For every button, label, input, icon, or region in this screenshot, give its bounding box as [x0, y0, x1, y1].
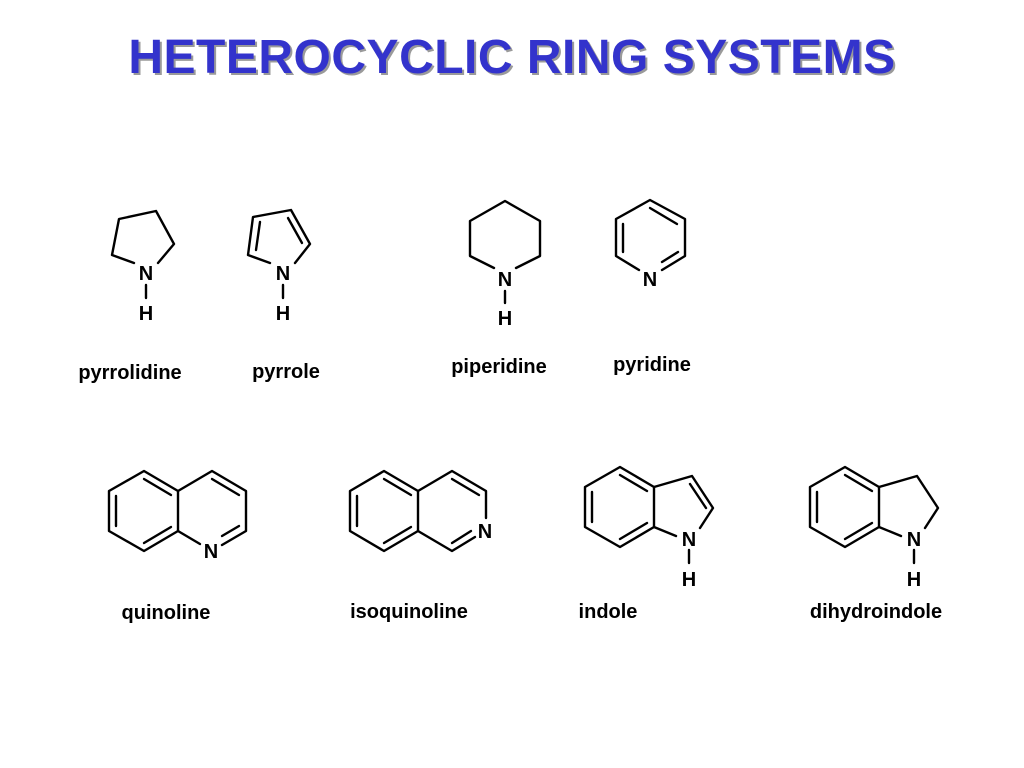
isoquinoline-double-bond-2 — [382, 477, 413, 497]
isoquinoline-name: isoquinoline — [350, 601, 468, 623]
pyrrole-nitrogen: N — [276, 263, 290, 285]
molecule-isoquinoline: N isoquinoline — [348, 469, 492, 623]
molecule-pyrrolidine: N H pyrrolidine — [78, 209, 182, 384]
pyridine-double-bond-2 — [648, 206, 679, 226]
piperidine-hydrogen: H — [498, 308, 512, 330]
molecule-quinoline: N quinoline — [107, 469, 248, 624]
piperidine-ring — [468, 199, 542, 270]
quinoline-c8a-n-bond — [176, 529, 202, 546]
isoquinoline-c1-bonds — [416, 529, 477, 553]
dihydroindole-c7a-n-bond — [877, 525, 903, 538]
dihydroindole-double-bond-2 — [843, 473, 874, 493]
pyridine-double-bond-3 — [660, 250, 680, 264]
piperidine-name: piperidine — [451, 356, 547, 378]
molecule-piperidine: N H piperidine — [451, 199, 547, 378]
molecule-pyridine: N pyridine — [613, 198, 691, 376]
dihydroindole-five-ring — [877, 474, 940, 530]
pyrrolidine-name: pyrrolidine — [78, 362, 181, 384]
isoquinoline-double-bond-4 — [450, 477, 481, 497]
pyrrole-double-bond-right — [286, 216, 304, 245]
indole-c7a-n-bond — [652, 525, 678, 538]
pyrrole-name: pyrrole — [252, 361, 320, 383]
indole-pyrrole-ring — [652, 474, 715, 530]
quinoline-name: quinoline — [122, 602, 211, 624]
quinoline-double-bond-3 — [142, 525, 173, 545]
quinoline-double-bond-4 — [210, 477, 241, 497]
pyrrolidine-hydrogen: H — [139, 303, 153, 325]
molecule-indole: N H indole — [579, 465, 715, 623]
molecule-dihydroindole: N H dihydroindole — [808, 465, 942, 623]
isoquinoline-nitrogen: N — [478, 521, 492, 543]
isoquinoline-double-bond-5 — [450, 529, 473, 545]
dihydroindole-hydrogen: H — [907, 569, 921, 591]
pyridine-ring — [614, 198, 687, 272]
dihydroindole-nitrogen: N — [907, 529, 921, 551]
quinoline-double-bond-5 — [220, 524, 241, 538]
pyrrole-double-bond-left — [254, 220, 262, 252]
quinoline-nitrogen: N — [204, 541, 218, 563]
quinoline-pyridine-ring — [176, 469, 248, 547]
indole-hydrogen: H — [682, 569, 696, 591]
pyrrolidine-nitrogen: N — [139, 263, 153, 285]
pyrrole-ring — [246, 208, 312, 265]
indole-double-bond-4 — [688, 482, 708, 510]
isoquinoline-benzene-ring — [348, 469, 420, 553]
indole-double-bond-2 — [618, 473, 649, 493]
pyrrole-hydrogen: H — [276, 303, 290, 325]
molecule-pyrrole: N H pyrrole — [246, 208, 320, 383]
pyridine-name: pyridine — [613, 354, 691, 376]
quinoline-benzene-ring — [107, 469, 180, 553]
indole-name: indole — [579, 601, 638, 623]
indole-benzene-ring — [583, 465, 656, 549]
indole-nitrogen: N — [682, 529, 696, 551]
isoquinoline-pyridine-ring — [416, 469, 488, 520]
dihydroindole-double-bond-3 — [843, 521, 874, 541]
piperidine-nitrogen: N — [498, 269, 512, 291]
quinoline-double-bond-2 — [142, 477, 173, 497]
isoquinoline-double-bond-3 — [382, 525, 413, 545]
page-title: HETEROCYCLIC RING SYSTEMS — [128, 31, 896, 84]
dihydroindole-name: dihydroindole — [810, 601, 942, 623]
pyridine-nitrogen: N — [643, 269, 657, 291]
pyrrolidine-ring — [110, 209, 176, 265]
dihydroindole-benzene-ring — [808, 465, 881, 549]
indole-double-bond-3 — [618, 521, 649, 541]
